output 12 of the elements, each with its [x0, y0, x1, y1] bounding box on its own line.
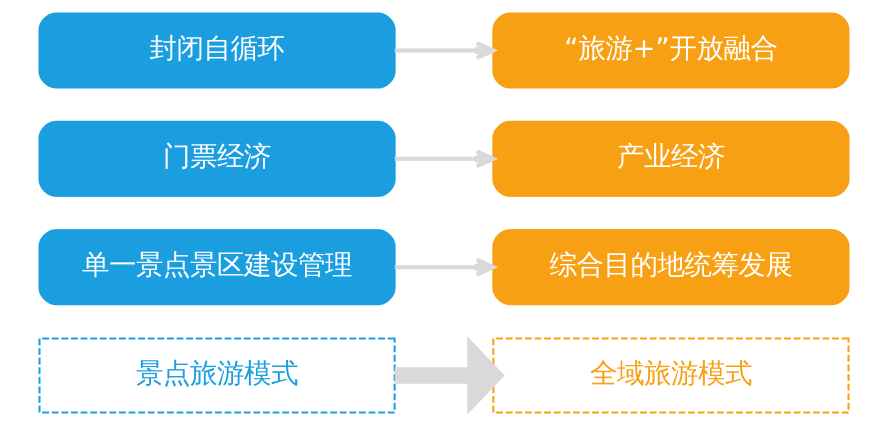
- node-box: 景点旅游模式: [38, 337, 396, 414]
- arrow: [394, 336, 505, 415]
- arrow: [394, 41, 496, 60]
- arrow: [394, 258, 496, 277]
- node-box: “旅游+”开放融合: [492, 12, 850, 89]
- arrow: [394, 149, 496, 168]
- node-box: 全域旅游模式: [492, 337, 850, 414]
- node-box: 单一景点景区建设管理: [38, 229, 396, 306]
- node-box: 门票经济: [38, 120, 396, 197]
- node-box: 封闭自循环: [38, 12, 396, 89]
- node-box: 产业经济: [492, 120, 850, 197]
- node-box: 综合目的地统筹发展: [492, 229, 850, 306]
